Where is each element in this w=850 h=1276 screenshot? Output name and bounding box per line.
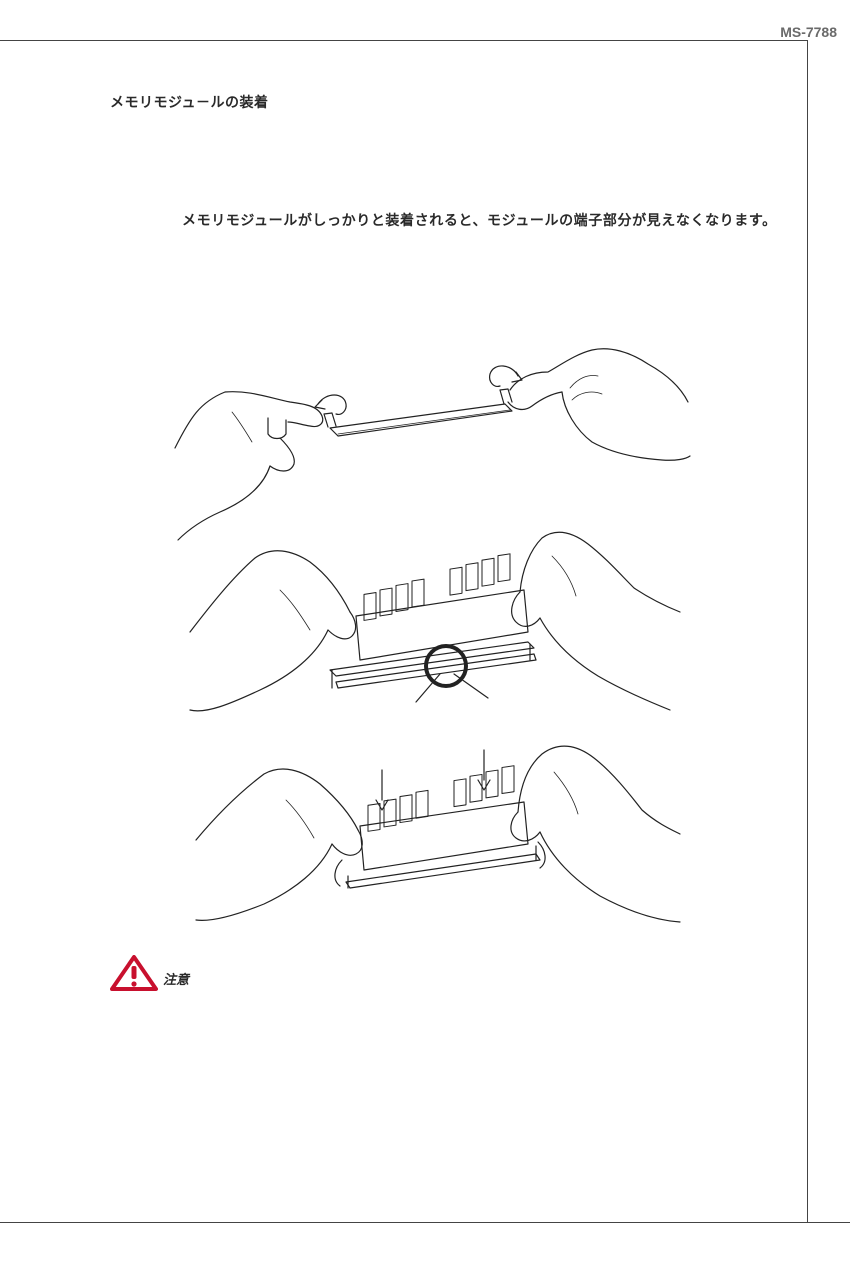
step-align-module-figure (190, 532, 680, 711)
top-rule (0, 40, 808, 41)
step-insert-module-figure (196, 746, 680, 922)
right-rule (807, 40, 808, 1222)
installation-note: メモリモジュールがしっかりと装着されると、モジュールの端子部分が見えなくなります… (146, 211, 786, 232)
model-number: MS-7788 (780, 24, 837, 40)
memory-install-illustration (160, 330, 700, 930)
warning-triangle-icon (110, 955, 158, 991)
section-title: メモリモジュ－ルの装着 (110, 92, 269, 112)
caution-note: 注意 (110, 955, 189, 991)
caution-label: 注意 (163, 969, 189, 988)
bottom-rule (0, 1222, 850, 1223)
step-open-clips-figure (175, 349, 690, 540)
